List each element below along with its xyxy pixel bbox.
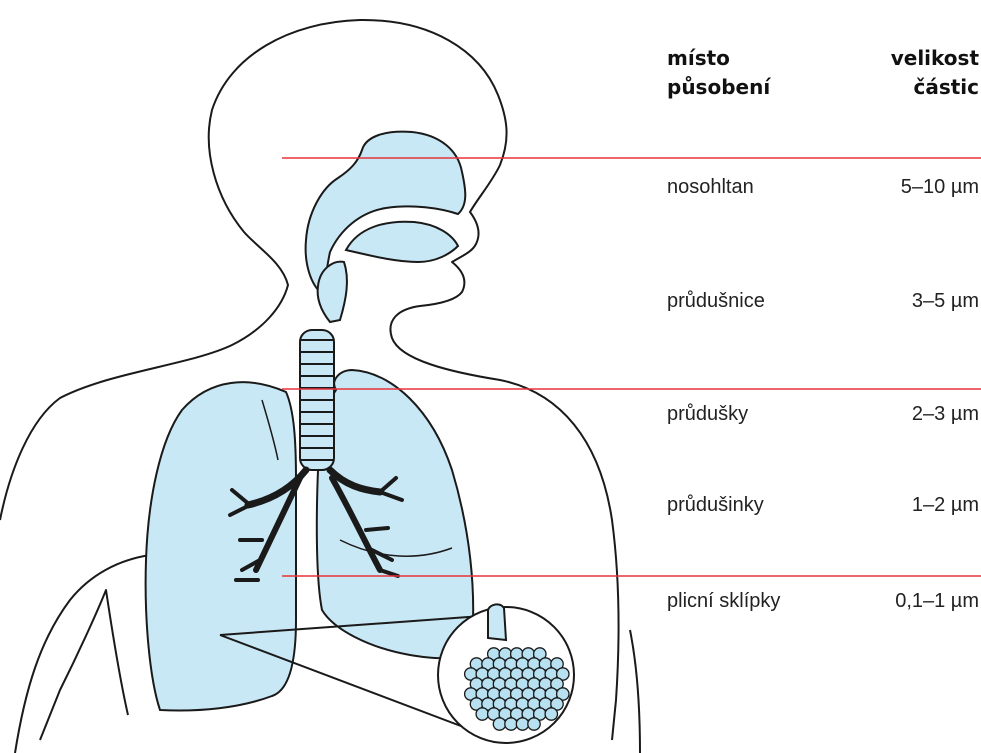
size-value: 0,1–1 µm	[895, 590, 979, 613]
row-nasopharynx: nosohltan 5–10 µm	[667, 176, 979, 204]
site-label: nosohltan	[667, 176, 754, 199]
alveolus	[493, 718, 505, 730]
size-value: 3–5 µm	[912, 290, 979, 313]
trachea	[300, 330, 334, 470]
site-label: průdušinky	[667, 494, 764, 517]
size-value: 1–2 µm	[912, 494, 979, 517]
site-label: plicní sklípky	[667, 590, 780, 613]
row-bronchi: průdušky 2–3 µm	[667, 403, 979, 431]
size-value: 5–10 µm	[901, 176, 979, 199]
header-site-line1: místo	[667, 44, 770, 73]
alveolus	[476, 708, 488, 720]
body-left-side	[15, 555, 150, 753]
row-trachea: průdušnice 3–5 µm	[667, 290, 979, 318]
alveolus	[516, 718, 528, 730]
header-size-line1: velikost	[891, 44, 979, 73]
alveolus	[505, 718, 517, 730]
header-site-line2: působení	[667, 73, 770, 102]
left-lung	[146, 382, 296, 710]
row-bronchioles: průdušinky 1–2 µm	[667, 494, 979, 522]
row-alveoli: plicní sklípky 0,1–1 µm	[667, 590, 979, 618]
header-size-line2: částic	[891, 73, 979, 102]
site-label: průdušnice	[667, 290, 765, 313]
oral-cavity	[346, 222, 458, 262]
header-site: místo působení	[667, 44, 770, 102]
body-right-arm	[630, 630, 640, 753]
alveolus	[528, 718, 540, 730]
right-lung	[317, 370, 473, 658]
alveolus	[545, 708, 557, 720]
header-size: velikost částic	[891, 44, 979, 102]
alveoli-magnifier-icon	[438, 604, 574, 743]
size-value: 2–3 µm	[912, 403, 979, 426]
site-label: průdušky	[667, 403, 748, 426]
